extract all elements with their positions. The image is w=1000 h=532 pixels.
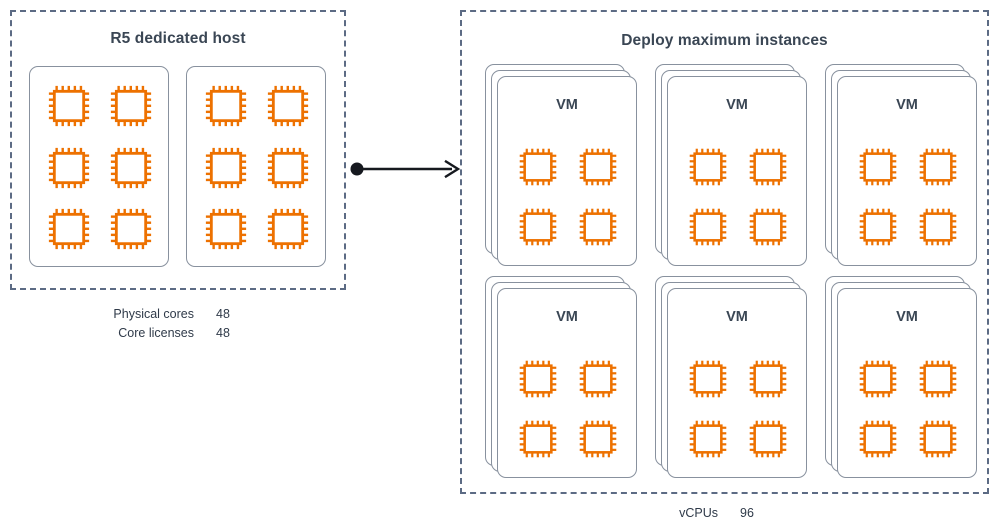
left-panel-dedicated-host: R5 dedicated host	[10, 10, 346, 290]
cpu-chip-icon	[918, 419, 958, 459]
cpu-chip-icon	[47, 207, 91, 251]
vm-label: VM	[556, 97, 578, 113]
vm-label: VM	[896, 97, 918, 113]
flow-arrow	[350, 156, 466, 182]
cpu-chip-icon	[266, 84, 310, 128]
legend-row: Core licenses 48	[104, 324, 284, 343]
vm-card: VM	[667, 288, 807, 478]
cpu-chip-icon	[858, 419, 898, 459]
cpu-socket-box	[186, 66, 326, 267]
legend-label: vCPUs	[679, 506, 718, 520]
cpu-chip-icon	[578, 359, 618, 399]
vm-card: VM	[497, 288, 637, 478]
cpu-chip-icon	[578, 419, 618, 459]
cpu-socket-box	[29, 66, 169, 267]
cpu-chip-icon	[518, 207, 558, 247]
vm-label: VM	[726, 97, 748, 113]
vm-card: VM	[837, 76, 977, 266]
cpu-chip-icon	[518, 419, 558, 459]
cpu-chip-icon	[518, 359, 558, 399]
legend-value: 48	[216, 307, 230, 321]
cpu-chip-icon	[204, 84, 248, 128]
cpu-chip-icon	[47, 146, 91, 190]
vm-label: VM	[556, 309, 578, 325]
cpu-chip-icon	[204, 146, 248, 190]
cpu-chip-icon	[578, 147, 618, 187]
vm-card: VM	[667, 76, 807, 266]
cpu-chip-icon	[688, 147, 728, 187]
arrow-start-dot	[350, 162, 364, 176]
legend-row: Physical cores 48	[104, 305, 284, 324]
legend-value: 48	[216, 326, 230, 340]
cpu-chip-icon	[518, 147, 558, 187]
cpu-chip-icon	[578, 207, 618, 247]
cpu-chip-icon	[748, 419, 788, 459]
cpu-chip-icon	[109, 146, 153, 190]
vm-card: VM	[497, 76, 637, 266]
vm-card: VM	[837, 288, 977, 478]
cpu-chip-icon	[918, 147, 958, 187]
right-panel-title: Deploy maximum instances	[621, 32, 828, 49]
cpu-chip-icon	[918, 359, 958, 399]
cpu-chip-icon	[748, 359, 788, 399]
legend-value: 96	[740, 506, 754, 520]
cpu-chip-icon	[748, 147, 788, 187]
vm-stack: VM	[655, 276, 807, 478]
cpu-chip-icon	[918, 207, 958, 247]
vm-label: VM	[896, 309, 918, 325]
legend-row: vCPUs 96	[648, 504, 828, 523]
vm-label: VM	[726, 309, 748, 325]
right-panel-deploy-instances: Deploy maximum instances	[460, 10, 989, 494]
cpu-chip-icon	[748, 207, 788, 247]
cpu-chip-icon	[858, 207, 898, 247]
right-legend: vCPUs 96	[648, 504, 828, 523]
cpu-chip-icon	[204, 207, 248, 251]
left-panel-title: R5 dedicated host	[110, 30, 246, 47]
cpu-chip-icon	[688, 359, 728, 399]
cpu-chip-icon	[858, 359, 898, 399]
cpu-chip-icon	[266, 207, 310, 251]
cpu-chip-icon	[266, 146, 310, 190]
cpu-chip-icon	[858, 147, 898, 187]
vm-stack: VM	[655, 64, 807, 266]
vm-stack: VM	[825, 276, 977, 478]
cpu-chip-icon	[109, 207, 153, 251]
cpu-chip-icon	[688, 207, 728, 247]
cpu-chip-icon	[47, 84, 91, 128]
vm-stack: VM	[825, 64, 977, 266]
legend-label: Physical cores	[113, 307, 194, 321]
legend-label: Core licenses	[118, 326, 194, 340]
vm-stack: VM	[485, 276, 637, 478]
arrow-head	[444, 159, 461, 179]
cpu-chip-icon	[109, 84, 153, 128]
cpu-chip-icon	[688, 419, 728, 459]
vm-stack: VM	[485, 64, 637, 266]
